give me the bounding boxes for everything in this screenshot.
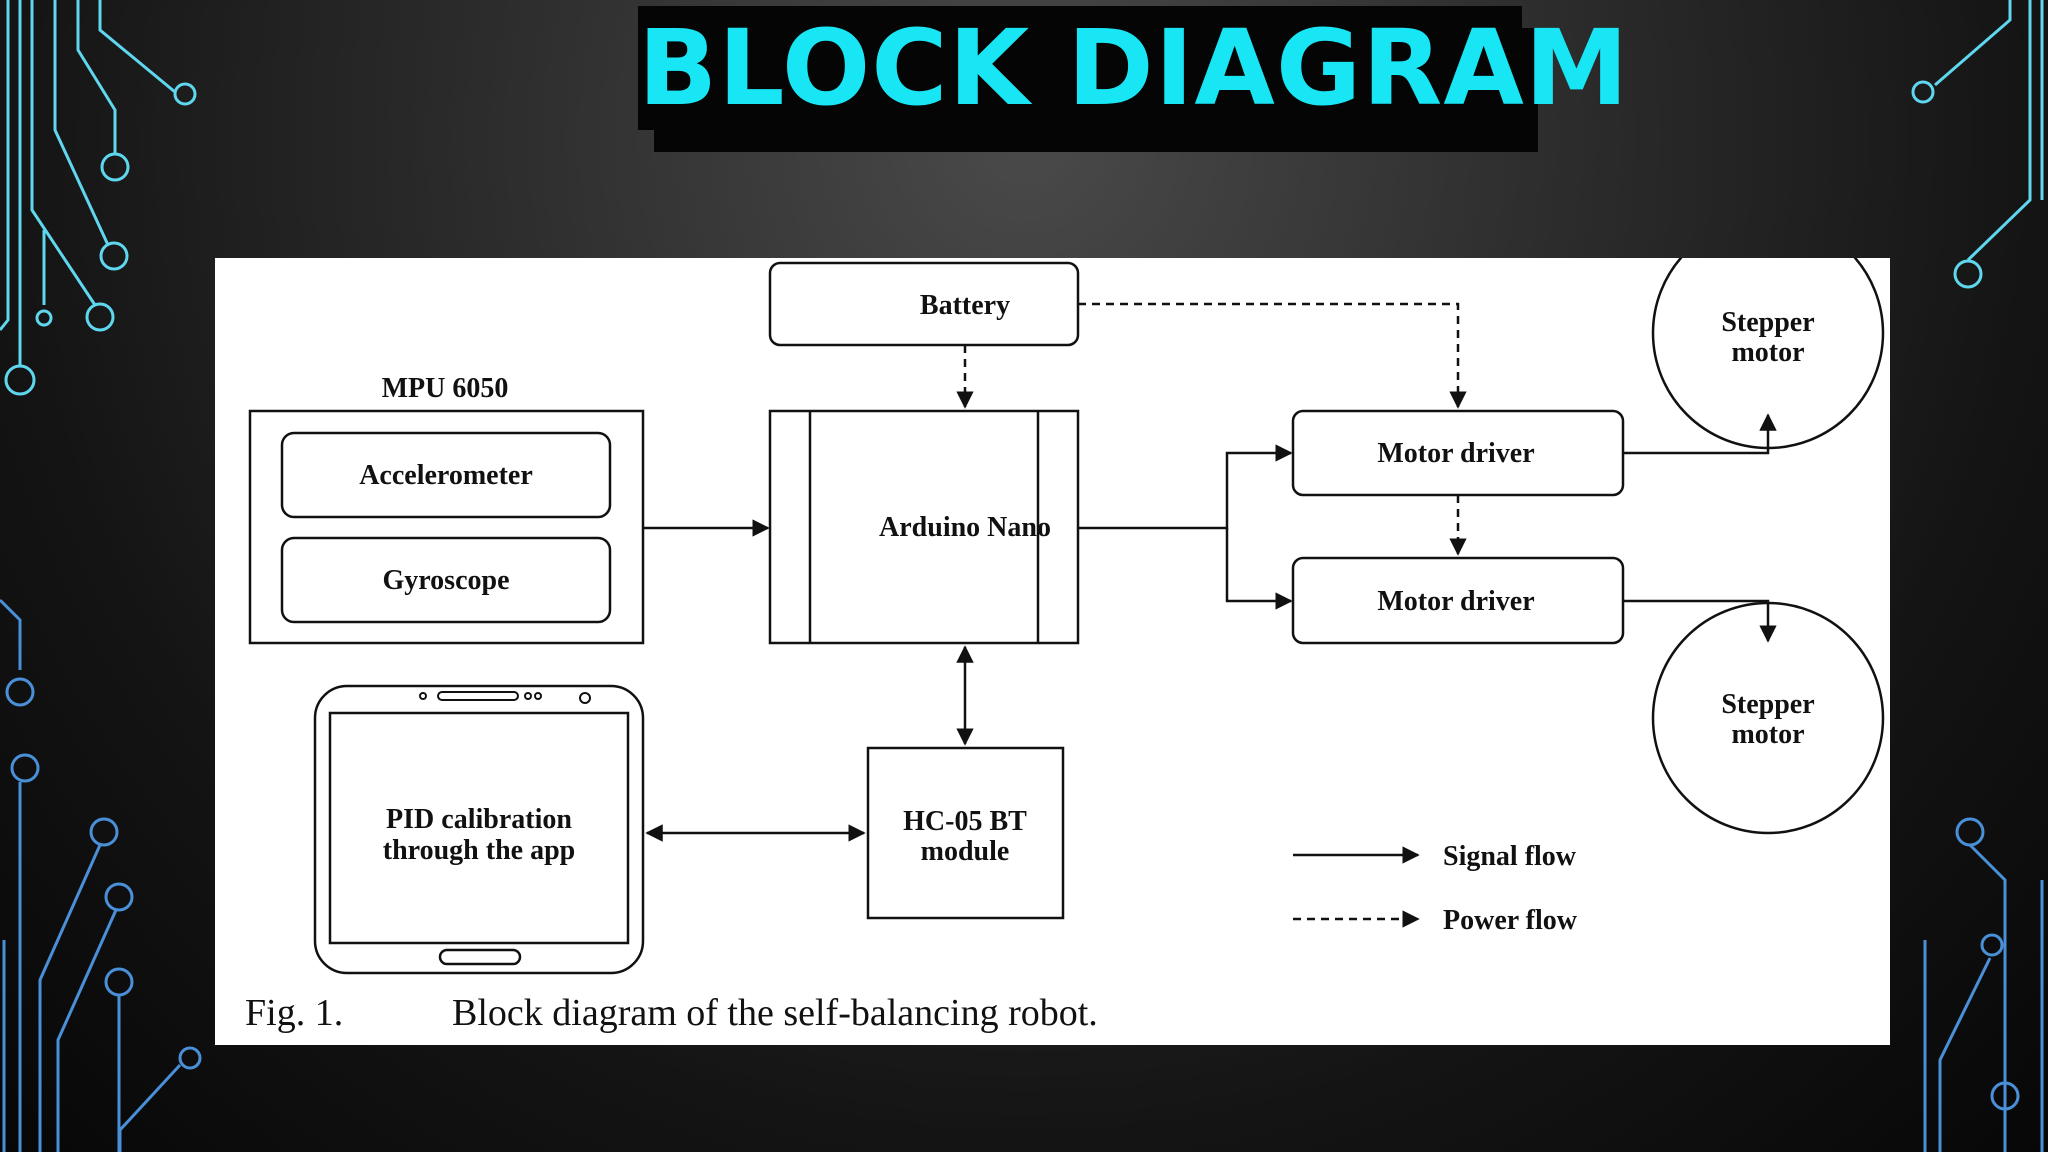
bt-module-line1: HC-05 BT	[903, 806, 1027, 837]
circuit-lines-bottom-left	[0, 598, 202, 1152]
accelerometer-box	[280, 431, 612, 519]
slide-title: BLOCK DIAGRAM	[638, 7, 1630, 129]
arduino-nano-box	[768, 409, 1080, 645]
bt-module-box	[866, 746, 1065, 920]
title-box: BLOCK DIAGRAM	[638, 6, 1630, 130]
circuit-lines-top-right	[1911, 0, 2044, 289]
motor-driver-1-label: Motor driver	[1377, 438, 1534, 469]
signal-connections	[643, 413, 1777, 842]
driver1-to-stepper1-arrow	[1623, 413, 1777, 455]
arduino-to-driver1-arrow	[1078, 444, 1293, 530]
block-diagram: Battery MPU 6050 Accelerometer Gyroscope…	[245, 258, 1885, 1034]
phone-line1: PID calibration	[386, 804, 572, 835]
accelerometer-label: Accelerometer	[359, 460, 533, 491]
battery-to-driver-arrow	[1078, 302, 1467, 409]
caption-text: Block diagram of the self-balancing robo…	[452, 992, 1098, 1034]
diagram-panel: Battery MPU 6050 Accelerometer Gyroscope…	[215, 258, 1890, 1045]
phone-icon	[313, 684, 645, 975]
battery-label: Battery	[920, 290, 1010, 321]
mpu-title: MPU 6050	[382, 373, 509, 404]
stepper-2-line2: motor	[1731, 719, 1804, 750]
stepper-1-line1: Stepper	[1721, 307, 1814, 338]
legend: Signal flow Power flow	[1293, 841, 1578, 936]
stepper-1-line2: motor	[1731, 337, 1804, 368]
phone-line2: through the app	[383, 835, 575, 866]
motor-driver-2-label: Motor driver	[1377, 586, 1534, 617]
legend-signal-label: Signal flow	[1443, 841, 1577, 872]
stepper-2-line1: Stepper	[1721, 689, 1814, 720]
circuit-lines-top-left	[0, 0, 197, 396]
gyroscope-box	[280, 536, 612, 624]
arduino-to-driver2-arrow	[1225, 528, 1293, 610]
legend-power-label: Power flow	[1443, 905, 1578, 936]
circuit-lines-bottom-right	[1923, 817, 2044, 1152]
power-connections	[956, 302, 1467, 556]
bt-module-line2: module	[921, 836, 1010, 867]
caption-label: Fig. 1.	[245, 992, 343, 1034]
gyroscope-label: Gyroscope	[382, 565, 509, 596]
arduino-label: Arduino Nano	[879, 512, 1051, 543]
driver2-to-stepper2-arrow	[1623, 599, 1777, 643]
